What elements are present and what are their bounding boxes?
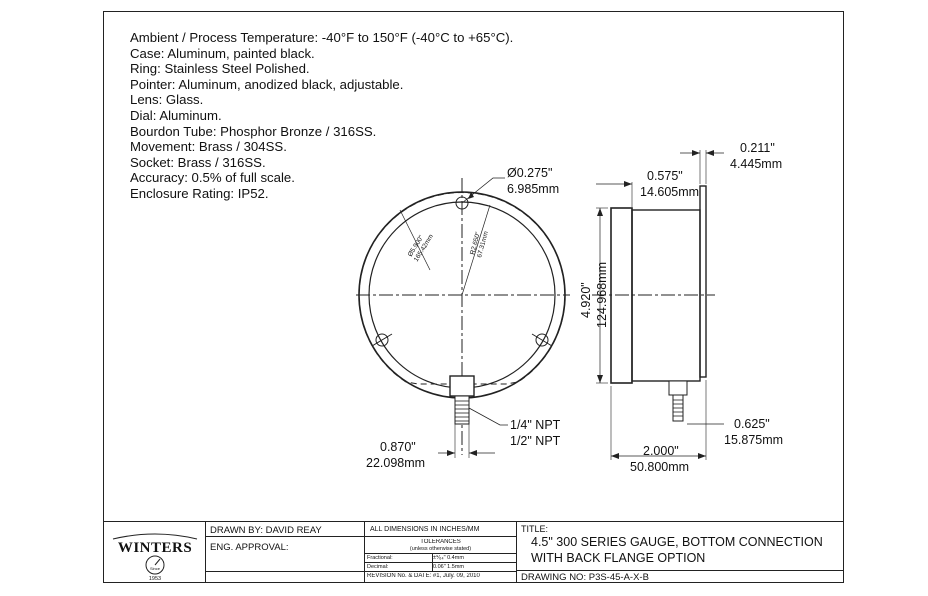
note-line: Bourdon Tube: Phosphor Bronze / 316SS. xyxy=(130,123,377,139)
height-dim-mm: 124.968mm xyxy=(595,262,609,328)
stem-dim-mm: 22.098mm xyxy=(366,456,425,470)
drawing-number: DRAWING NO: P3S-45-A-X-B xyxy=(521,572,649,583)
specification-notes: Ambient / Process Temperature: -40°F to … xyxy=(130,30,513,202)
drawing-title-line-2: WITH BACK FLANGE OPTION xyxy=(531,551,706,565)
row-divider xyxy=(365,562,516,563)
logo-year: 1953 xyxy=(149,576,161,581)
small-dimension-labels: R2.650" 67.31mm Ø5.900" 165.42mm xyxy=(407,231,490,264)
note-line: Ambient / Process Temperature: -40°F to … xyxy=(130,30,514,45)
total-dim-mm: 50.800mm xyxy=(630,460,689,474)
tolerances-heading: TOLERANCES xyxy=(420,539,461,545)
decimal-label: Decimal: xyxy=(367,564,389,570)
total-dim-in: 2.000" xyxy=(643,444,679,458)
divider xyxy=(432,553,433,571)
depth-dim-in: 0.575" xyxy=(647,169,683,183)
gauge-emblem-icon xyxy=(145,555,165,575)
row-divider xyxy=(206,571,516,572)
npt-label-1: 1/4" NPT xyxy=(510,418,561,432)
npt-label-2: 1/2" NPT xyxy=(510,434,561,448)
hole-dim-mm: 6.985mm xyxy=(507,182,559,196)
drawn-by: DRAWN BY: DAVID REAY xyxy=(206,522,364,537)
back-dim-in: 0.625" xyxy=(734,417,770,431)
mounting-hole-top xyxy=(455,196,469,210)
note-line: Lens: Glass. xyxy=(130,92,204,108)
divider xyxy=(364,522,365,583)
note-line: Pointer: Aluminum, anodized black, adjus… xyxy=(130,76,404,92)
drawing-sheet-border xyxy=(103,11,844,583)
tolerances-note: (unless otherwise stated) xyxy=(409,546,472,552)
back-dim-mm: 15.875mm xyxy=(724,433,783,447)
flange-dim-mm: 4.445mm xyxy=(730,157,782,171)
front-view xyxy=(356,177,570,458)
diameter-leader xyxy=(399,209,431,271)
divider xyxy=(516,522,517,583)
all-dimensions-note: ALL DIMENSIONS IN INCHES/MM xyxy=(365,522,516,537)
side-socket-body xyxy=(668,380,688,396)
note-line: Socket: Brass / 316SS. xyxy=(130,154,266,170)
row-divider xyxy=(365,553,516,554)
note-line: Case: Aluminum, painted black. xyxy=(130,45,315,61)
fractional-value: ±⅟₆₄" 0.4mm xyxy=(433,555,464,561)
revision-info: REVISION No. & DATE: #1, July. 09, 2010 xyxy=(367,573,480,579)
logo-text: WINTERS xyxy=(118,540,192,556)
logo-graphic: WINTERS Since 1953 xyxy=(112,533,198,581)
eng-approval: ENG. APPROVAL: xyxy=(210,542,289,553)
logo-since: Since xyxy=(150,566,161,571)
note-line: Dial: Aluminum. xyxy=(130,107,222,123)
socket-body xyxy=(449,375,475,397)
note-line: Movement: Brass / 304SS. xyxy=(130,139,287,155)
side-thread-lines xyxy=(673,399,683,417)
note-line: Ring: Stainless Steel Polished. xyxy=(130,61,310,77)
back-flange-profile xyxy=(699,185,707,378)
stem-dim-in: 0.870" xyxy=(380,440,416,454)
hole-crossline xyxy=(531,333,553,347)
depth-dim-mm: 14.605mm xyxy=(640,185,699,199)
mounting-hole-left xyxy=(375,333,389,347)
divider xyxy=(205,522,206,583)
title-label: TITLE: xyxy=(521,524,549,534)
hole-crossline xyxy=(371,333,393,347)
side-view xyxy=(592,150,724,460)
radius-leader xyxy=(461,204,491,296)
socket-thread xyxy=(454,395,470,425)
decimal-value: 0.06" 1.5mm xyxy=(433,564,464,570)
hole-dim-in: Ø0.275" xyxy=(507,166,552,180)
thread-lines xyxy=(455,400,469,422)
npt-leader xyxy=(468,407,508,426)
height-dim-in: 4.920" xyxy=(579,282,593,318)
row-divider xyxy=(517,570,843,571)
mounting-hole-right xyxy=(535,333,549,347)
title-block: WINTERS Since 1953 DRAWN BY: DAVID REAY … xyxy=(103,521,844,583)
arrowheads xyxy=(447,150,714,459)
drawing-title-line-1: 4.5" 300 SERIES GAUGE, BOTTOM CONNECTION xyxy=(531,535,823,549)
flange-dim-in: 0.211" xyxy=(740,141,775,155)
dimension-labels: Ø0.275" 6.985mm 1/4" NPT 1/2" NPT 0.870"… xyxy=(366,141,783,474)
note-line: Accuracy: 0.5% of full scale. xyxy=(130,170,295,186)
fractional-label: Fractional: xyxy=(367,555,393,561)
note-line: Enclosure Rating: IP52. xyxy=(130,185,269,201)
company-logo: WINTERS Since 1953 xyxy=(107,525,203,581)
